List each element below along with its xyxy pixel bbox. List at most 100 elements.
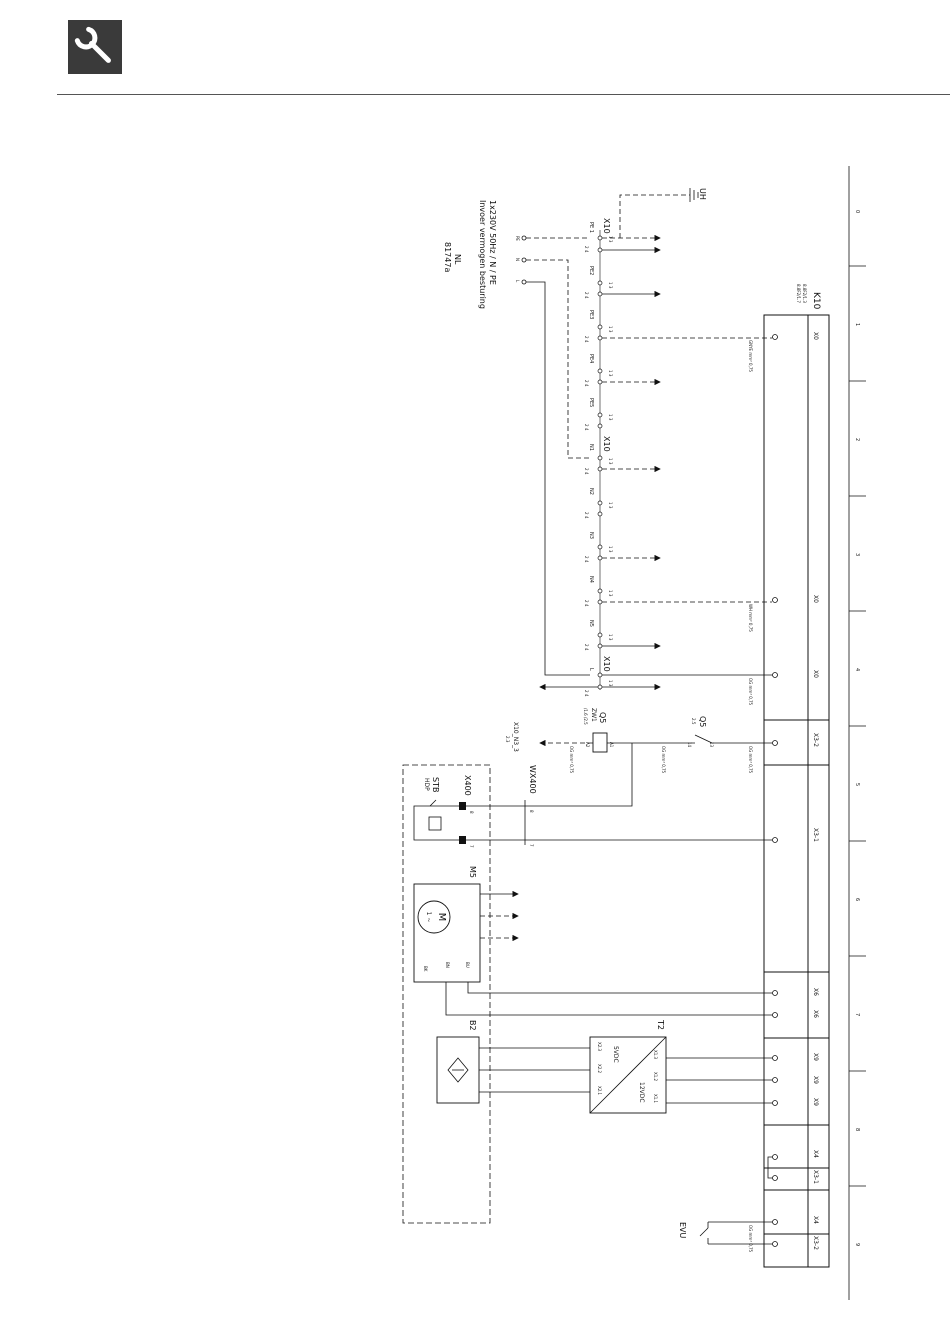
grid-number: 0 — [854, 210, 860, 213]
pin-numbers: 2 4 — [584, 380, 589, 387]
grid-number: 6 — [854, 898, 860, 901]
t2-pin: X1.3 — [653, 1050, 658, 1060]
b2-label: B2 — [468, 1020, 477, 1031]
q5-coil-label: Q5 — [598, 712, 607, 723]
x10-labels: X10 X10 X10 — [602, 218, 611, 672]
pin-numbers: 1 3 — [608, 414, 613, 421]
terminal-l: L — [588, 668, 594, 671]
q5-coil-sub: ZW1 — [590, 708, 597, 722]
wx400-pin: 8 — [529, 810, 534, 813]
connector-x3-1: X3-1 — [812, 1170, 819, 1184]
t2-pin: X2.2 — [597, 1064, 602, 1074]
document-code: 81747a — [443, 242, 452, 272]
mains-n: N — [515, 258, 520, 261]
wire-label: OG mm² 0,75 — [661, 746, 666, 774]
wire-labels: GNYE mm² 0,75 WH mm² 0,75 OG mm² 0,75 OG… — [569, 340, 753, 1253]
motor-symbol — [417, 900, 451, 934]
pin-numbers: 1 3 — [608, 282, 613, 289]
board-wires — [602, 337, 772, 676]
t2-pin: X2.3 — [597, 1042, 602, 1052]
connector-x3-1: X3-1 — [812, 828, 819, 842]
q5-pin: 13 — [709, 742, 714, 748]
pin-numbers: 2 4 — [584, 644, 589, 651]
k10-ref: 8.8F2/1.7 — [796, 284, 801, 303]
t2-diagonal — [589, 1036, 667, 1114]
wire-label: WH mm² 0,75 — [748, 604, 753, 632]
x10-label: X10 — [602, 218, 611, 234]
t2-pins: X2.3 X2.2 X2.1 X1.3 X1.2 X1.1 — [597, 1042, 658, 1104]
pin-numbers: 2 4 — [584, 690, 589, 697]
q5-pin: 14 — [687, 742, 692, 748]
grid-number: 7 — [854, 1013, 860, 1016]
motor-letter: M — [436, 913, 447, 922]
language-code: NL — [453, 254, 462, 265]
connector-x6: X6 — [812, 1010, 819, 1018]
input-description: Invoer vermogen besturing — [478, 200, 487, 309]
coil-pin: A1 — [609, 742, 614, 748]
connector-x9: X9 — [812, 1053, 819, 1061]
supply-label: 1x230V 50Hz / N / PE — [488, 200, 497, 285]
t2-pin: X2.1 — [597, 1086, 602, 1096]
q5-coil-refs: /1.6 /2.5 — [583, 708, 588, 725]
x10-label: X10 — [602, 436, 611, 452]
grid-number: 5 — [854, 783, 860, 786]
wire-color: BU — [465, 962, 470, 968]
pin-numbers: 2 4 — [584, 246, 589, 253]
pin-numbers: 2 4 — [584, 424, 589, 431]
wx400-pin: 7 — [529, 844, 534, 847]
header-rule — [57, 94, 950, 95]
uh-label: UH — [698, 188, 707, 200]
m5-label: M5 — [468, 866, 477, 878]
connector-x4: X4 — [812, 1150, 819, 1158]
x10-pin-numbers: 1 3 2 4 1 3 2 4 1 3 2 4 1 3 2 4 1 3 2 4 … — [584, 236, 613, 697]
grid-number: 9 — [854, 1243, 860, 1246]
connector-x0: X0 — [812, 332, 819, 340]
stb-label: STB — [431, 777, 440, 792]
t2-label: T2 — [656, 1019, 665, 1030]
k10-label: K10 — [811, 292, 821, 310]
grid-strip — [848, 166, 866, 1300]
mains-labels: PE N L — [515, 236, 520, 283]
pin-numbers: 2 4 — [584, 336, 589, 343]
grid-number: 1 — [854, 323, 860, 326]
connector-labels: X0 X0 X0 X3-2 X3-1 X6 X6 X9 X9 X9 X4 X3-… — [812, 332, 819, 1250]
coil-pin: A2 — [585, 742, 590, 748]
connector-x0: X0 — [812, 595, 819, 603]
terminal-n2: N2 — [588, 488, 594, 495]
q5-label: Q5 — [698, 716, 707, 727]
terminal-pe5: PE5 — [588, 398, 594, 407]
pin-numbers: 2 4 — [584, 468, 589, 475]
x4-jumper — [767, 1156, 772, 1179]
mains-l: L — [515, 280, 520, 283]
m5-motor-box — [413, 883, 481, 983]
pin-numbers: 2 4 — [584, 600, 589, 607]
wire-label: OG mm² 0,75 — [748, 746, 753, 774]
pin-numbers: 1 3 — [608, 326, 613, 333]
device-boundary — [402, 764, 491, 1224]
connector-x9: X9 — [812, 1098, 819, 1106]
connector-x9: X9 — [812, 1076, 819, 1084]
terminal-pe1: PE 1 — [588, 222, 594, 233]
sensor-diamond-icon — [447, 1057, 469, 1083]
terminal-n1: N1 — [588, 444, 594, 451]
t2-pin: X1.1 — [653, 1094, 658, 1104]
board-terminals — [772, 334, 778, 1247]
terminal-pe3: PE3 — [588, 310, 594, 319]
pin-numbers: 1 3 — [608, 680, 613, 687]
connector-x4: X4 — [812, 1216, 819, 1224]
wire-label: GNYE mm² 0,75 — [748, 340, 753, 372]
stb-sensor — [428, 816, 442, 831]
stub-wires — [539, 234, 661, 691]
grid-numbers: 0 1 2 3 4 5 6 7 8 9 — [854, 210, 860, 1246]
evu-label: EVU — [678, 1222, 687, 1239]
terminal-n3: N3 — [588, 532, 594, 539]
wire-color: BN — [445, 962, 450, 968]
terminal-n4: N4 — [588, 576, 594, 583]
grid-number: 2 — [854, 438, 860, 441]
x400-pin: 7 — [469, 845, 474, 848]
title-block: 1x230V 50Hz / N / PE Invoer vermogen bes… — [443, 200, 497, 309]
grid-number: 4 — [854, 668, 860, 671]
evu-contact — [699, 1221, 772, 1245]
x400-plugs — [459, 802, 466, 844]
